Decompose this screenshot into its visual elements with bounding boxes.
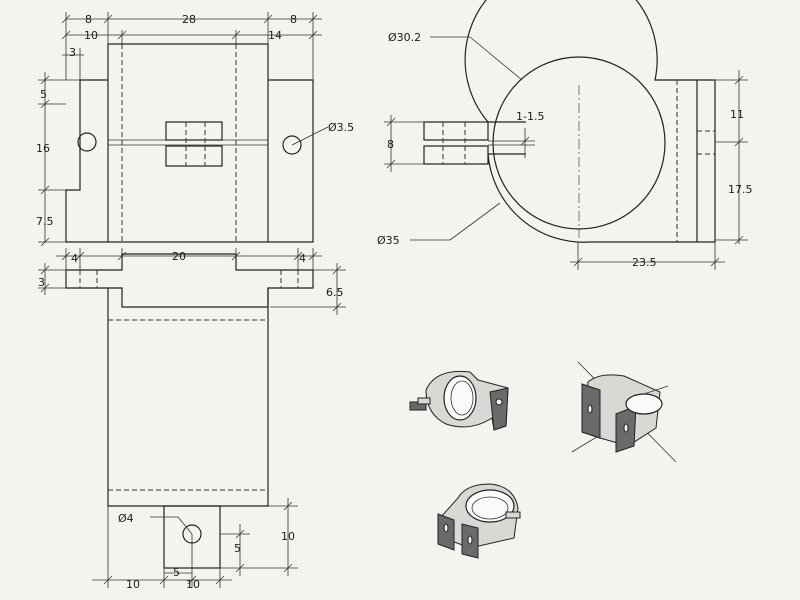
dim-label-16: 16 [36, 142, 50, 155]
outer-ring [464, 0, 716, 243]
dim-label-4-left: 4 [71, 252, 78, 265]
dim-small-3: 3 [62, 46, 84, 80]
top-view: 8 28 8 10 14 3 [36, 12, 354, 247]
dim-left-column: 5 16 7.5 [36, 72, 80, 247]
dim-top-row: 8 28 8 [61, 12, 322, 80]
top-left-hole [77, 132, 97, 152]
dim-tab-vertical: 5 10 [220, 498, 298, 576]
dim-label-11: 11 [730, 108, 744, 121]
dim-label-8-left: 8 [85, 13, 92, 26]
dim-label-14: 14 [268, 29, 282, 42]
isometric-sketch-1 [409, 370, 509, 431]
dim-label-10-vertical: 10 [281, 530, 295, 543]
dim-right-column: 11 17.5 [715, 70, 753, 245]
dim-label-10-left: 10 [126, 578, 140, 591]
front-view: Ø30.2 Ø35 1-1.5 8 [377, 0, 753, 270]
dim-label-hole-3-5: Ø3.5 [328, 121, 354, 134]
dim-label-4-right: 4 [299, 252, 306, 265]
dim-left-8: 8 [384, 115, 424, 172]
isometric-sketch-2 [571, 361, 677, 463]
dim-hole-4: Ø4 [118, 512, 193, 535]
bottom-view: 4 20 4 3 6.5 Ø4 [38, 248, 346, 591]
body-outline [107, 288, 269, 507]
dim-label-6-5: 6.5 [326, 286, 344, 299]
dim-d35: Ø35 [377, 202, 501, 247]
dim-left-3: 3 [38, 263, 66, 295]
flange-outline [65, 253, 314, 308]
dim-second-row: 10 14 [61, 29, 322, 44]
dim-label-3: 3 [69, 46, 76, 59]
dim-label-3-left: 3 [38, 276, 45, 289]
dim-label-5-bottom: 5 [173, 566, 180, 579]
dim-label-7-5: 7.5 [36, 215, 54, 228]
front-lug [423, 121, 535, 165]
dim-label-10-right: 10 [186, 578, 200, 591]
isometric-sketch-3 [437, 483, 521, 559]
top-right-hole [282, 135, 302, 155]
dim-label-20: 20 [172, 250, 186, 263]
dim-bottom-row: 10 5 10 [92, 506, 232, 591]
dim-slot: 1-1.5 [516, 110, 544, 158]
dim-hole-3-5: Ø3.5 [291, 121, 354, 146]
dim-label-17-5: 17.5 [728, 183, 753, 196]
dim-label-d30-2: Ø30.2 [388, 31, 421, 44]
dim-label-23-5: 23.5 [632, 256, 657, 269]
dim-label-5-vertical: 5 [234, 542, 241, 555]
top-view-outline [65, 43, 314, 243]
dim-flange-row: 4 20 4 [56, 248, 322, 270]
dim-label-28: 28 [182, 13, 196, 26]
clamp-lug [165, 121, 223, 167]
dim-label-hole-4: Ø4 [118, 512, 134, 525]
dim-label-8: 8 [387, 138, 394, 151]
dim-label-slot: 1-1.5 [516, 110, 544, 123]
dim-label-d35: Ø35 [377, 234, 400, 247]
dim-label-5: 5 [40, 88, 47, 101]
dim-d30-2: Ø30.2 [388, 31, 523, 81]
dim-bottom-23-5: 23.5 [570, 242, 725, 270]
dim-right-6-5: 6.5 [270, 263, 346, 315]
dim-label-10: 10 [84, 29, 98, 42]
dim-label-8-right: 8 [290, 13, 297, 26]
